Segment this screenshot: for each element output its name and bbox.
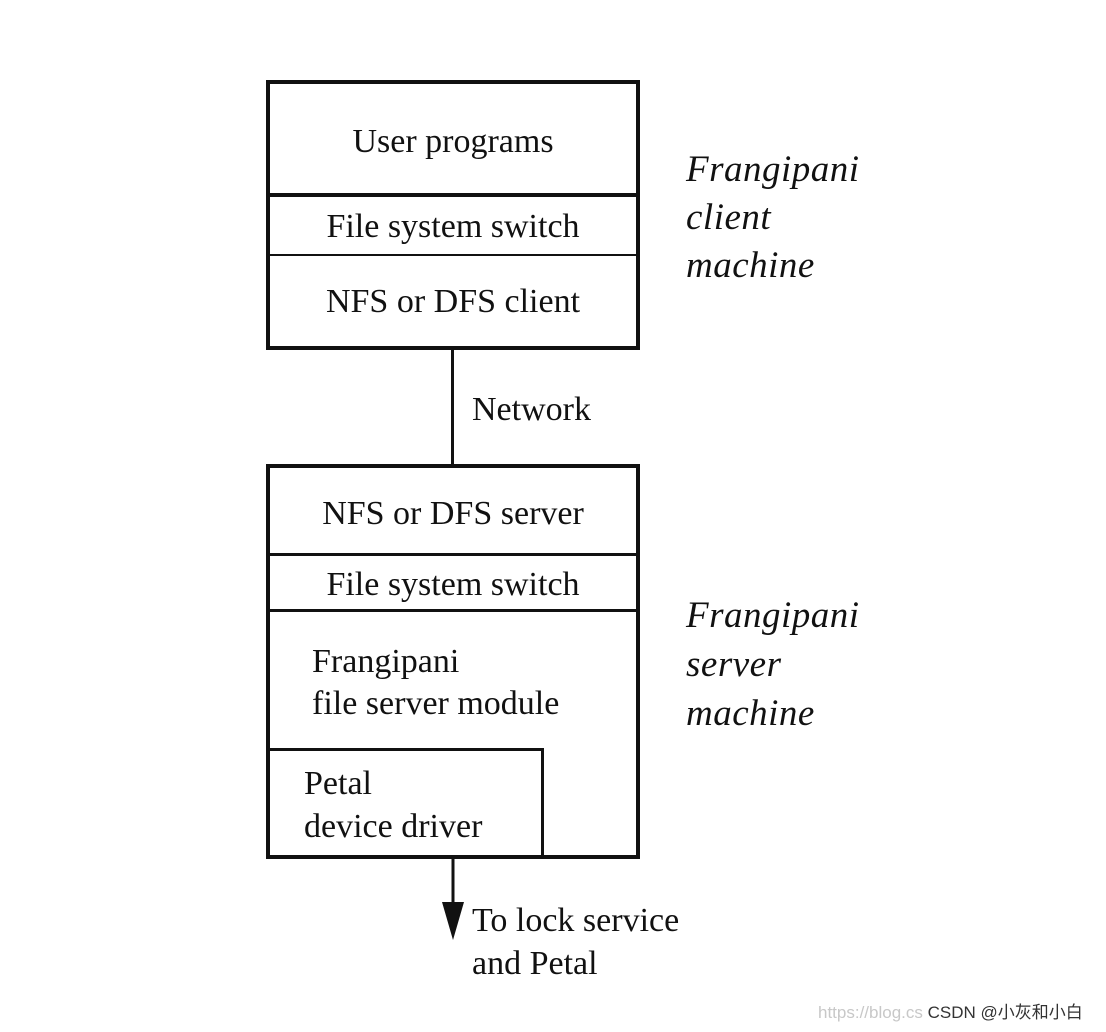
client-box-top-border [266,80,640,84]
client-layer-user-programs: User programs [352,123,554,160]
server-label-line-2: server [686,644,782,685]
network-line [451,350,454,465]
server-label-line-3: machine [686,693,815,734]
client-label-line-3: machine [686,245,815,286]
watermark-url: https://blog.cs [818,1003,923,1022]
server-box-top-border [266,464,640,468]
server-box-right-border [636,464,640,859]
driver-label-line-2: device driver [304,808,483,845]
server-layer-nfs-dfs-server: NFS or DFS server [322,495,584,532]
driver-label-line-1: Petal [304,765,372,802]
client-layer-nfs-dfs-client: NFS or DFS client [325,283,581,320]
watermark: https://blog.cs CSDN @小灰和小白 [818,1003,1083,1023]
server-divider-1 [268,553,638,556]
client-box-left-border [266,80,270,350]
output-label-line-1: To lock service [472,902,680,939]
watermark-brand: CSDN @小灰和小白 [927,1003,1083,1022]
arrow-head [442,902,464,940]
network-label: Network [472,391,591,428]
client-label-line-2: client [686,197,772,238]
driver-box-top-border [268,748,544,751]
client-box-bottom-border [266,346,640,350]
arrow-shaft [451,858,455,912]
client-divider-thick [266,193,640,197]
server-box-bottom-border [266,855,640,859]
server-box-left-border [266,464,270,859]
module-label-line-1: Frangipani [312,643,460,680]
driver-box-right-border [541,748,544,857]
server-layer-file-system-switch: File system switch [326,566,580,603]
client-label-line-1: Frangipani [686,149,860,190]
down-arrow-icon [442,858,464,940]
client-layer-file-system-switch: File system switch [326,208,580,245]
server-label-line-1: Frangipani [686,595,860,636]
module-label-line-2: file server module [312,685,560,722]
server-divider-2 [268,609,638,612]
output-label-line-2: and Petal [472,945,598,982]
client-box-right-border [636,80,640,350]
client-divider-thin [268,254,638,256]
